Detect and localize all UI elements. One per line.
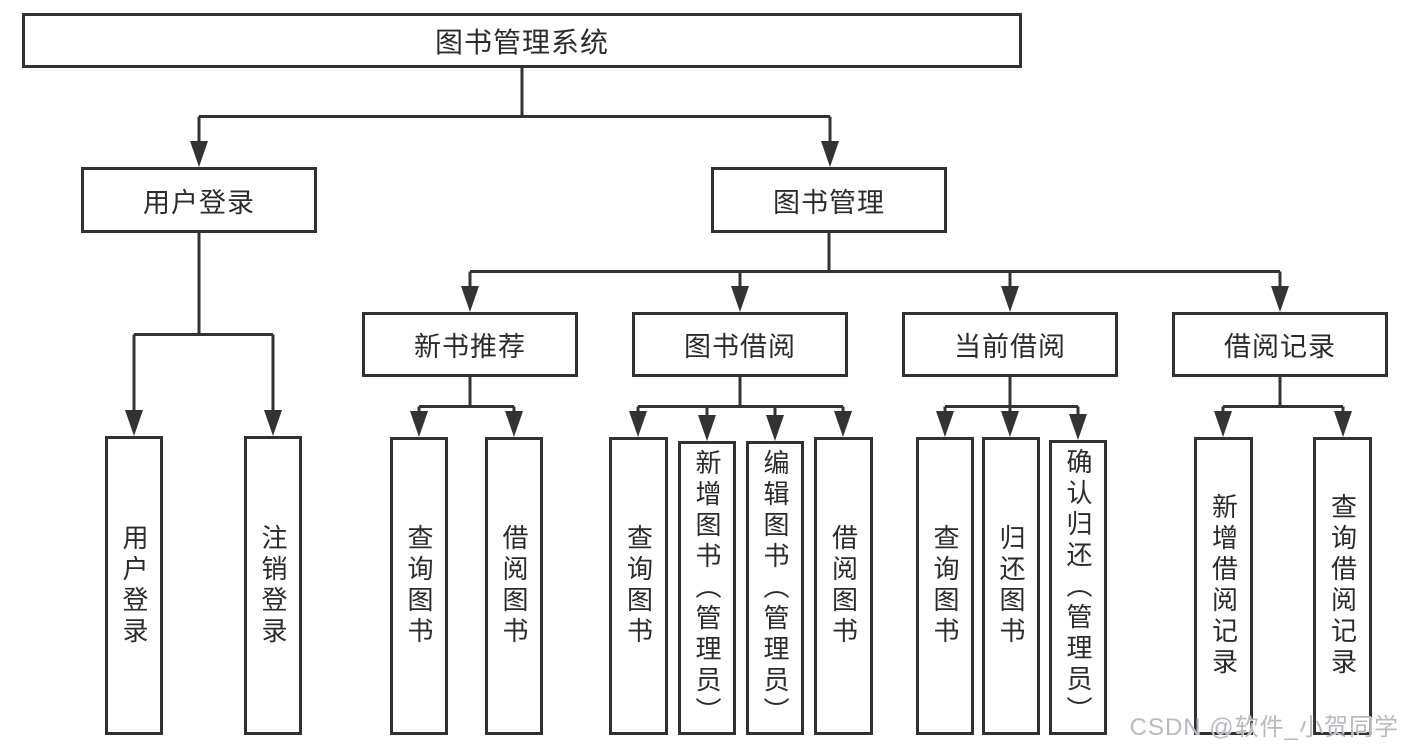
node-book-management: 图书管理 <box>711 167 947 233</box>
node-label: 图书管理 <box>773 187 885 218</box>
leaf-records-query-record: 查询借阅记录 <box>1313 437 1372 735</box>
leaf-records-add-record: 新增借阅记录 <box>1194 437 1253 735</box>
leaf-recommend-borrow-book: 借阅图书 <box>485 437 543 735</box>
connector-user-login-branch <box>132 233 275 417</box>
node-label: 借阅记录 <box>1224 332 1336 362</box>
leaf-borrow-add-book-admin: 新增图书（管理员） <box>678 441 736 735</box>
connector-book-management-branch <box>468 233 1282 293</box>
node-label: 查询图书 <box>930 524 960 648</box>
arrowheads-new-book <box>410 411 523 437</box>
node-user-login: 用户登录 <box>81 167 317 233</box>
node-label: 归还图书 <box>996 524 1026 648</box>
node-label: 新增图书（管理员） <box>692 448 722 728</box>
connector-borrow-records-branch <box>1221 377 1345 420</box>
leaf-borrow-borrow-book: 借阅图书 <box>814 437 873 735</box>
connector-book-borrow-branch <box>636 377 845 424</box>
csdn-watermark: CSDN @软件_小贺同学 <box>1129 714 1399 741</box>
node-root: 图书管理系统 <box>22 13 1022 68</box>
node-label: 图书管理系统 <box>434 26 609 58</box>
node-label: 新增借阅记录 <box>1208 493 1239 679</box>
node-current-borrow: 当前借阅 <box>902 312 1118 377</box>
node-label: 注销登录 <box>258 523 288 648</box>
node-label: 编辑图书（管理员） <box>760 448 790 728</box>
node-label: 查询借阅记录 <box>1327 493 1358 679</box>
node-label: 图书借阅 <box>684 332 796 362</box>
node-label: 当前借阅 <box>954 332 1066 362</box>
node-book-borrow: 图书借阅 <box>632 312 848 377</box>
node-label: 新书推荐 <box>414 332 526 362</box>
leaf-current-return-book: 归还图书 <box>982 437 1040 735</box>
arrowheads-current-borrow <box>936 411 1087 440</box>
node-label: 查询图书 <box>404 524 434 648</box>
leaf-logout-login: 注销登录 <box>244 436 302 735</box>
node-label: 确认归还（管理员） <box>1063 448 1093 727</box>
leaf-current-query-book: 查询图书 <box>916 437 974 735</box>
node-label: 借阅图书 <box>499 524 529 648</box>
leaf-user-login: 用户登录 <box>105 436 163 735</box>
leaf-borrow-edit-book-admin: 编辑图书（管理员） <box>746 441 804 735</box>
leaf-current-confirm-return-admin: 确认归还（管理员） <box>1049 440 1107 735</box>
connector-new-book-branch <box>417 377 516 420</box>
arrowheads-borrow-records <box>1214 411 1352 437</box>
leaf-recommend-query-book: 查询图书 <box>390 437 448 735</box>
node-label: 用户登录 <box>119 523 149 648</box>
arrowheads-level2 <box>190 141 839 167</box>
node-label: 用户登录 <box>143 187 255 218</box>
node-label: 借阅图书 <box>828 524 859 648</box>
arrowheads-level3 <box>461 286 1289 312</box>
arrowheads-user-login <box>125 410 282 436</box>
node-new-book-recommend: 新书推荐 <box>362 312 578 377</box>
connector-root-to-level2 <box>197 68 832 148</box>
leaf-borrow-query-book: 查询图书 <box>609 437 668 735</box>
connector-current-borrow-branch <box>943 377 1080 423</box>
node-borrow-records: 借阅记录 <box>1172 312 1388 377</box>
node-label: 查询图书 <box>623 524 654 648</box>
